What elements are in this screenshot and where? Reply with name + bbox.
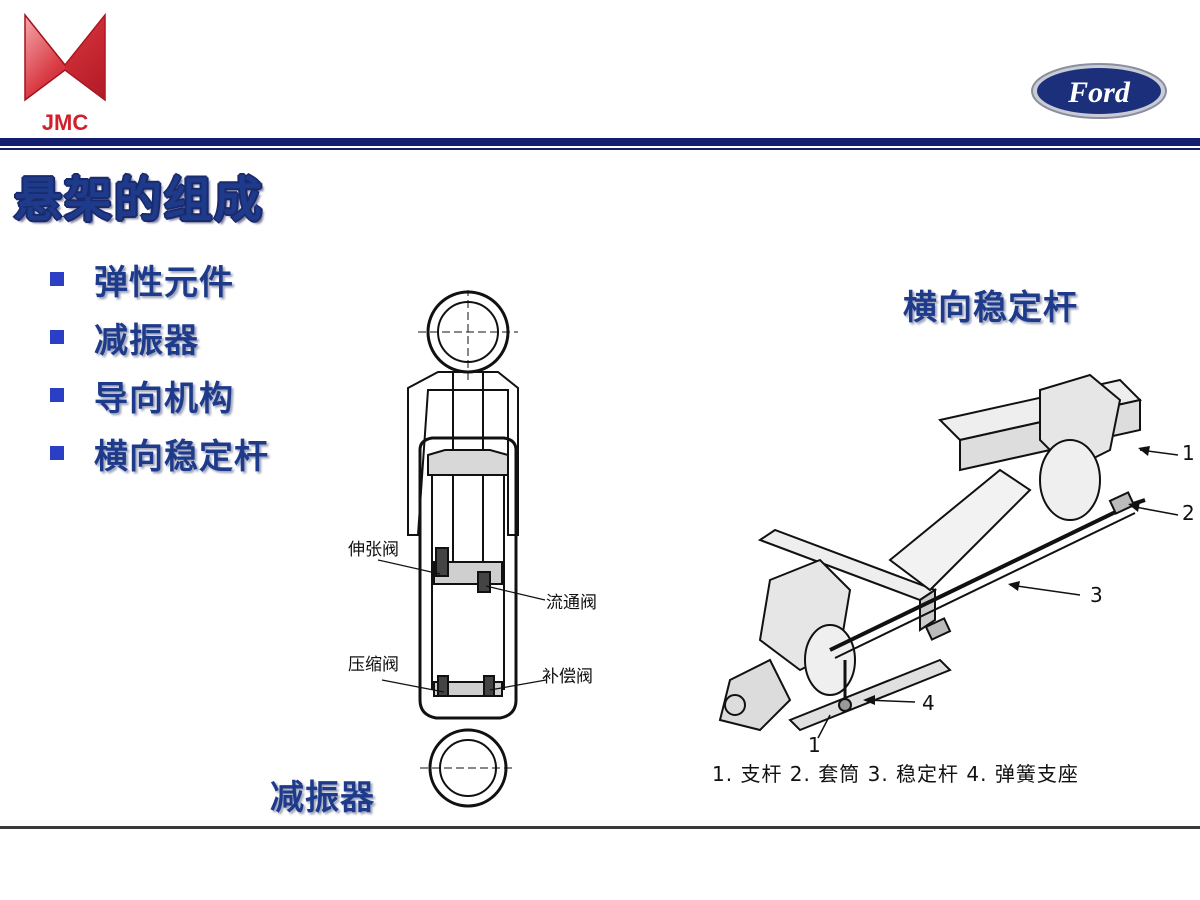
bullet-text: 导向机构 [94, 378, 234, 419]
footer-rule [0, 826, 1200, 829]
bullet-item: 导向机构 [50, 366, 350, 424]
bullet-text: 横向稳定杆 [94, 436, 269, 477]
header-rule-thin [0, 148, 1200, 150]
bullet-text: 减振器 [94, 320, 199, 361]
callout-4: 4 [922, 691, 935, 715]
svg-text:JMC: JMC [42, 110, 89, 135]
header-rule [0, 138, 1200, 146]
callout-1-lower: 1 [808, 733, 821, 757]
bullet-item: 横向稳定杆 [50, 424, 350, 482]
callout-1: 1 [1182, 441, 1195, 465]
bullet-item: 弹性元件 [50, 250, 350, 308]
svg-text:Ford: Ford [1067, 76, 1131, 109]
caption-shock-absorber: 减振器 [270, 778, 375, 818]
callout-3: 3 [1090, 583, 1103, 607]
callout-2: 2 [1182, 501, 1195, 525]
page-title: 悬架的组成 [14, 172, 265, 228]
caption-stabilizer-bar: 横向稳定杆 [903, 288, 1078, 328]
bullet-text: 弹性元件 [94, 262, 234, 303]
stabilizer-bar-diagram: 1 2 3 4 1 [700, 360, 1200, 760]
bullet-item: 减振器 [50, 308, 350, 366]
shock-absorber-diagram: 伸张阀 流通阀 压缩阀 补偿阀 [340, 288, 630, 810]
bullet-list: 弹性元件 减振器 导向机构 横向稳定杆 [50, 250, 350, 482]
bullet-square-icon [50, 272, 64, 286]
bullet-square-icon [50, 446, 64, 460]
label-compensation-valve: 补偿阀 [542, 667, 593, 687]
ford-logo: Ford [1030, 62, 1168, 120]
bullet-square-icon [50, 330, 64, 344]
bullet-square-icon [50, 388, 64, 402]
label-compression-valve: 压缩阀 [348, 655, 399, 675]
label-flow-valve: 流通阀 [546, 593, 597, 613]
parts-legend: 1. 支杆 2. 套筒 3. 稳定杆 4. 弹簧支座 [712, 762, 1079, 786]
jmc-logo: JMC [20, 10, 110, 135]
label-extension-valve: 伸张阀 [348, 540, 399, 560]
